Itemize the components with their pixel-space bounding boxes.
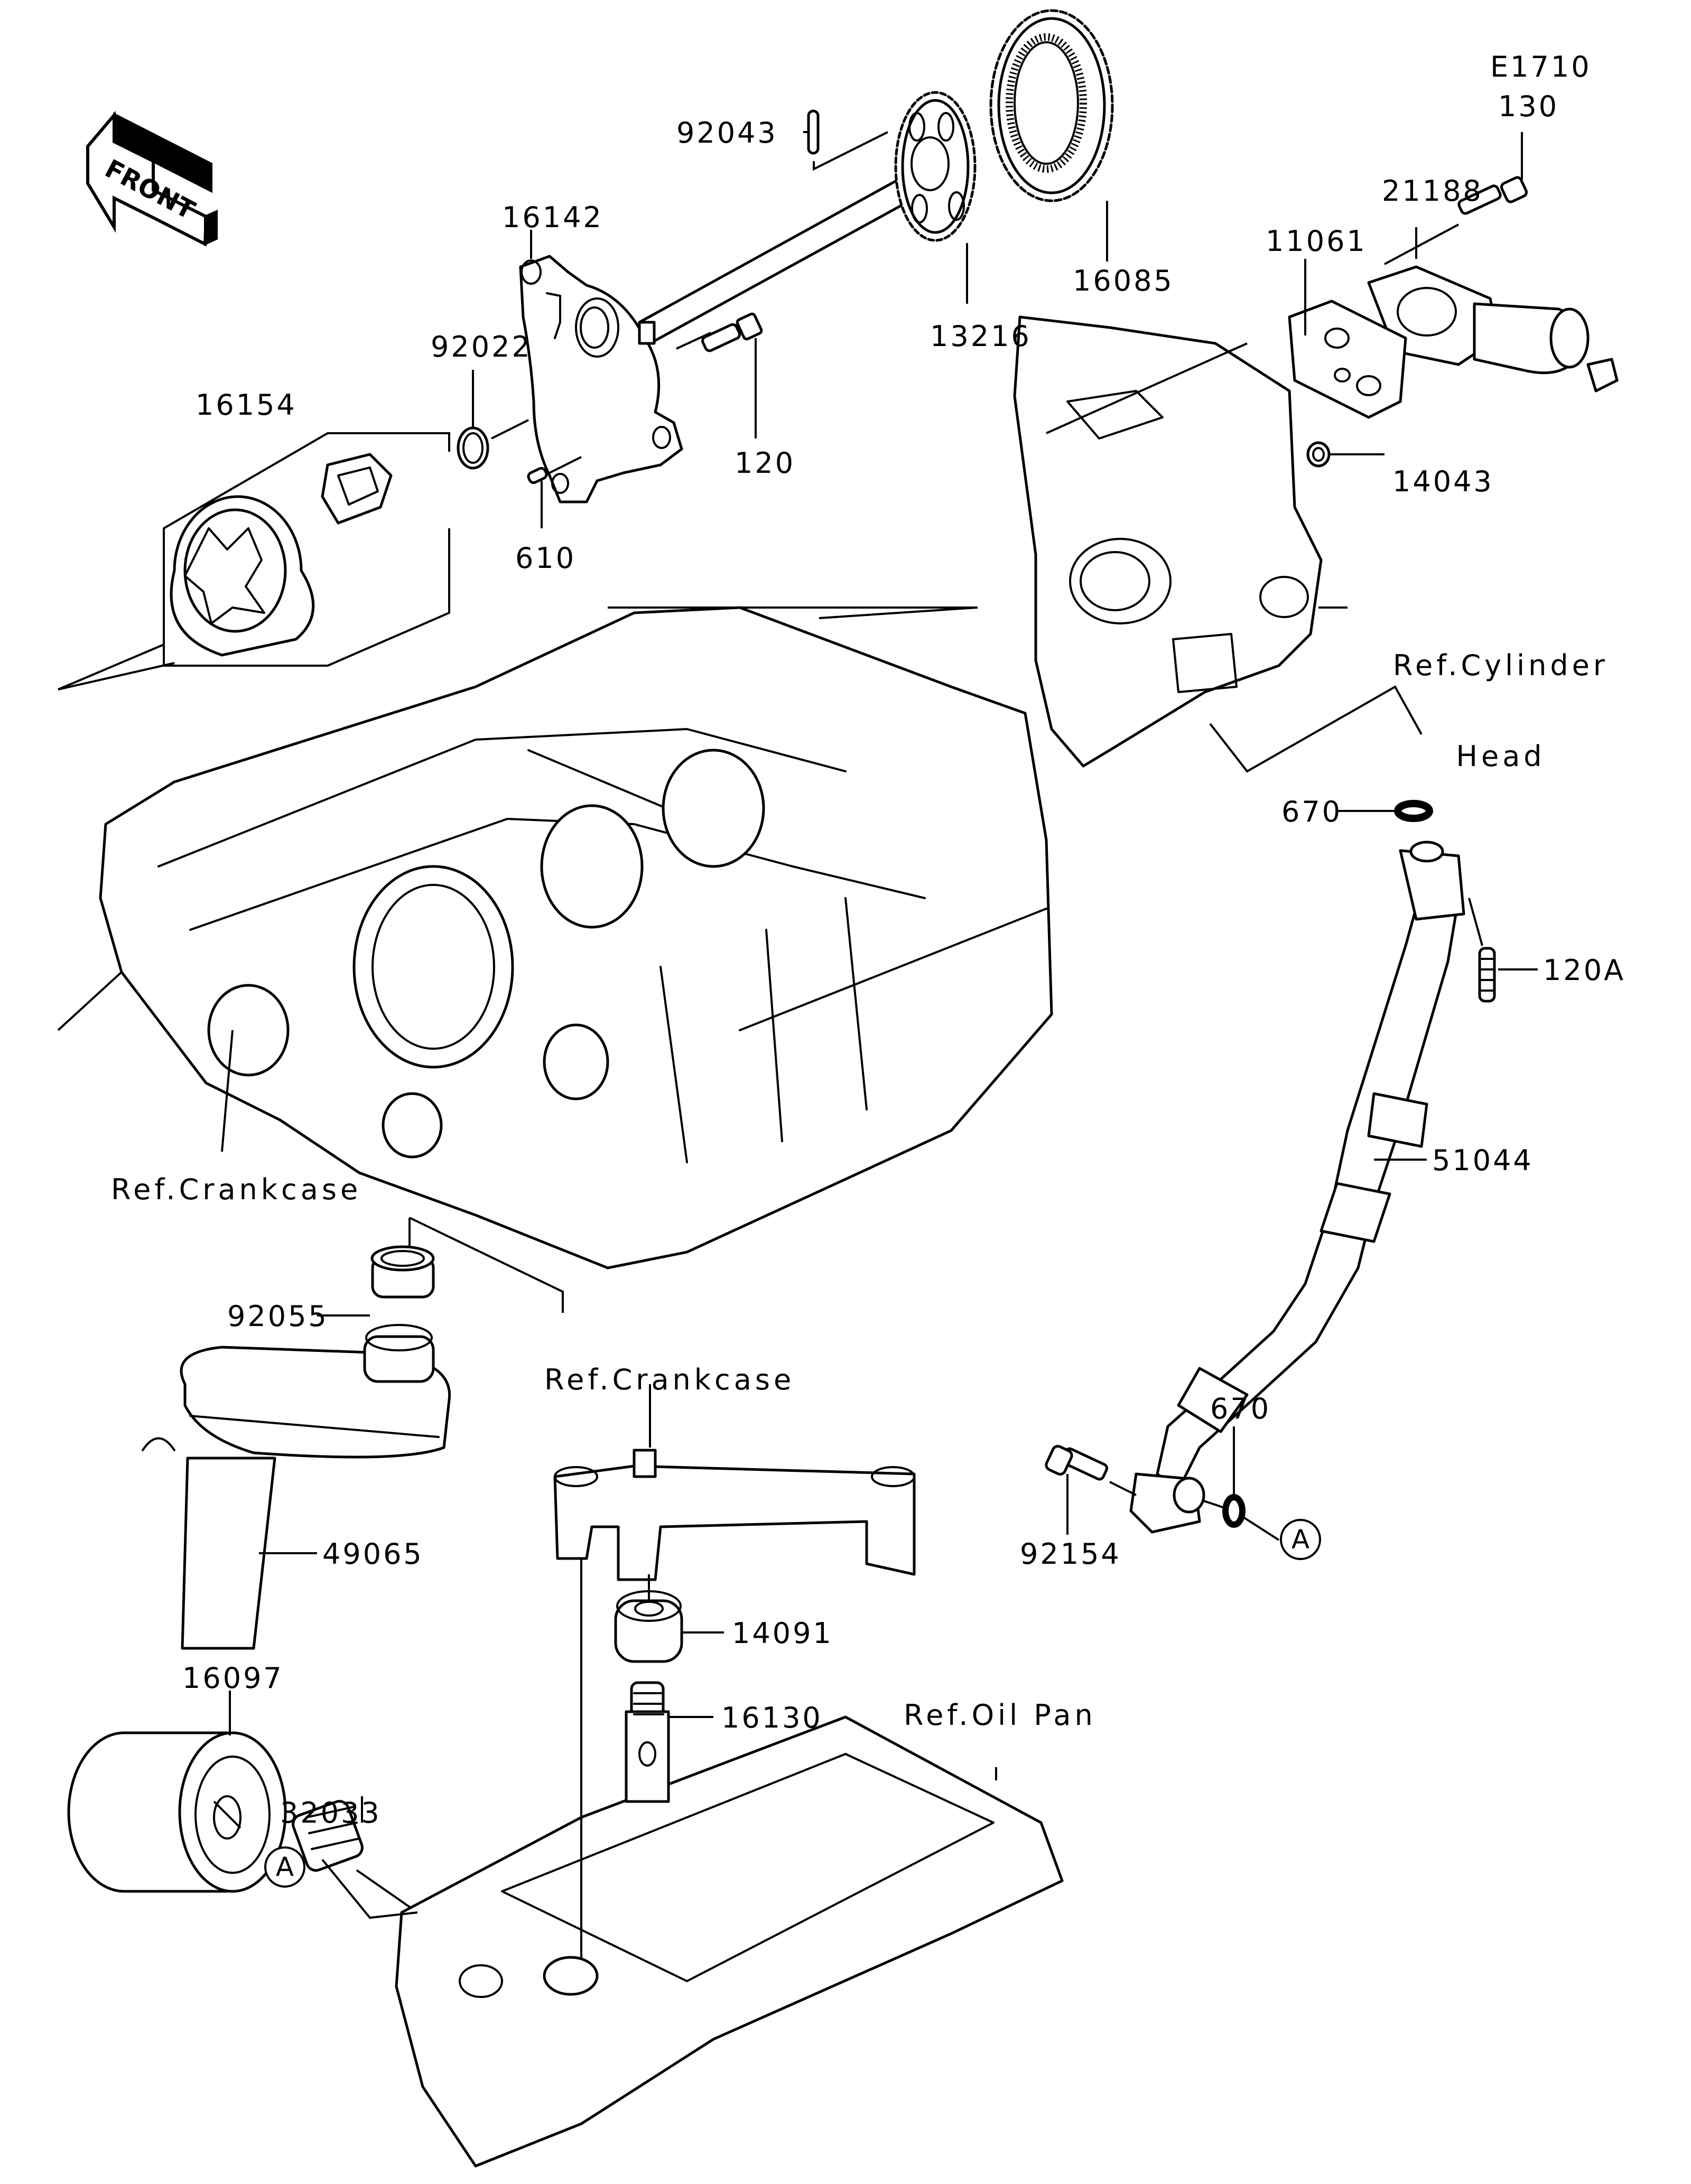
ref-label-oil-pan[interactable]: Ref.Oil Pan xyxy=(904,1698,1097,1732)
part-label-92022[interactable]: 92022 xyxy=(431,330,532,363)
part-610-dowel-pin[interactable] xyxy=(527,456,582,484)
part-51044-oil-pipe[interactable] xyxy=(1129,841,1465,1534)
ref-label-cylinder-head[interactable]: Ref.Cylinder Head xyxy=(1353,594,1649,799)
part-49065-oil-strainer[interactable] xyxy=(142,1324,451,1650)
part-92055-oil-seal[interactable] xyxy=(370,1217,564,1313)
ref-label-crankcase-left[interactable]: Ref.Crankcase xyxy=(111,1173,362,1206)
part-label-21188[interactable]: 21188 xyxy=(1382,174,1483,208)
part-16142-pump-cover[interactable] xyxy=(519,255,683,503)
part-label-670-upper[interactable]: 670 xyxy=(1281,795,1343,828)
part-label-92043[interactable]: 92043 xyxy=(676,116,778,150)
part-120-bolt[interactable] xyxy=(676,312,763,352)
part-relief-pipe-assembly[interactable] xyxy=(553,1449,916,1581)
part-label-16097[interactable]: 16097 xyxy=(182,1662,284,1695)
part-label-49065[interactable]: 49065 xyxy=(322,1537,424,1571)
oil-pan-reference xyxy=(321,1506,1064,2168)
part-label-e1710[interactable]: E1710 xyxy=(1490,50,1592,83)
part-label-120[interactable]: 120 xyxy=(735,446,796,480)
part-13216-pump-shaft-gear[interactable] xyxy=(638,91,977,345)
part-14091-spacer[interactable] xyxy=(614,1590,683,1663)
part-label-92154[interactable]: 92154 xyxy=(1020,1537,1121,1571)
part-label-670-lower[interactable]: 670 xyxy=(1210,1392,1271,1425)
part-670-o-ring-lower[interactable] xyxy=(1202,1494,1246,1528)
part-label-14091[interactable]: 14091 xyxy=(732,1617,833,1650)
part-92154-bolt[interactable] xyxy=(1045,1444,1137,1496)
part-label-130[interactable]: 130 xyxy=(1498,90,1559,123)
part-label-16085[interactable]: 16085 xyxy=(1073,264,1174,297)
part-16130-relief-valve[interactable] xyxy=(625,1681,670,1803)
part-16097-oil-filter[interactable] xyxy=(67,1731,287,1893)
leader-lines xyxy=(221,131,1538,1823)
part-11061-gasket[interactable] xyxy=(1288,300,1407,419)
part-label-120a[interactable]: 120A xyxy=(1543,954,1626,987)
part-label-51044[interactable]: 51044 xyxy=(1432,1144,1534,1177)
part-label-16130[interactable]: 16130 xyxy=(721,1701,823,1734)
part-16085-ring-gear[interactable] xyxy=(989,9,1114,202)
connector-a-left[interactable]: A xyxy=(264,1846,305,1888)
ref-cylinder-head-line2: Head xyxy=(1456,740,1546,773)
part-label-610[interactable]: 610 xyxy=(515,542,577,575)
part-label-32033[interactable]: 32033 xyxy=(280,1796,382,1830)
part-label-92055[interactable]: 92055 xyxy=(227,1300,329,1333)
part-label-16142[interactable]: 16142 xyxy=(502,201,603,234)
part-14043-plug[interactable] xyxy=(1306,441,1331,468)
part-92043-pin[interactable] xyxy=(807,109,888,171)
part-32033-fitting[interactable] xyxy=(291,1799,419,1914)
crankcase-reference xyxy=(57,606,1053,1270)
part-670-o-ring-upper[interactable] xyxy=(1394,800,1433,822)
part-21188-oil-control-valve[interactable] xyxy=(1367,265,1619,393)
ref-label-crankcase-center[interactable]: Ref.Crankcase xyxy=(544,1363,795,1396)
part-label-16154[interactable]: 16154 xyxy=(196,388,297,422)
front-arrow-icon: FRONT xyxy=(86,110,218,247)
part-92022-washer[interactable] xyxy=(457,419,529,470)
part-130-bolt[interactable] xyxy=(1384,132,1528,265)
part-label-14043[interactable]: 14043 xyxy=(1392,465,1494,498)
part-120a-bolt[interactable] xyxy=(1468,898,1496,1003)
cylinder-head-reference xyxy=(1013,315,1423,773)
connector-a-right[interactable]: A xyxy=(1280,1519,1321,1560)
ref-cylinder-head-line1: Ref.Cylinder xyxy=(1392,649,1609,682)
part-label-11061[interactable]: 11061 xyxy=(1266,225,1367,258)
part-label-13216[interactable]: 13216 xyxy=(930,320,1032,353)
part-16154-rotor-set[interactable] xyxy=(58,432,450,690)
